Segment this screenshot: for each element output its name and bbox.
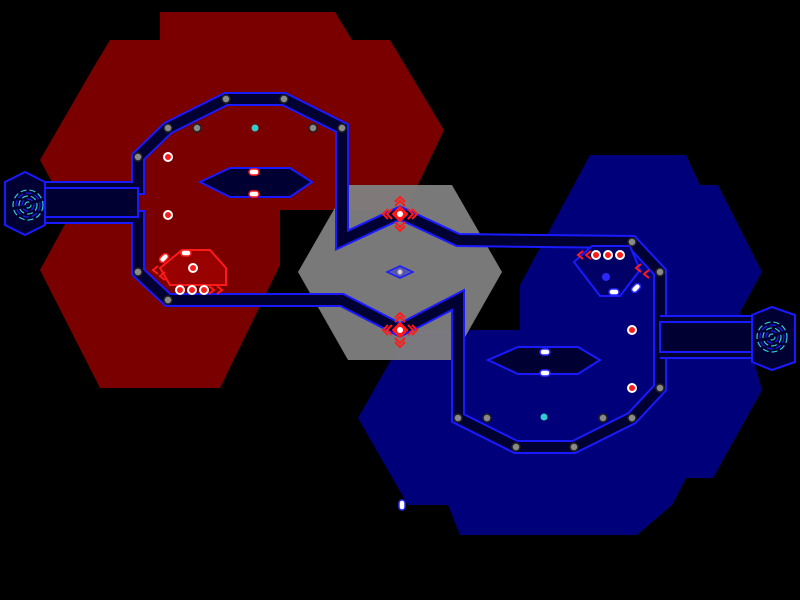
unit-circle-icon[interactable] bbox=[199, 285, 209, 295]
chevron-arrow-icon bbox=[394, 311, 406, 323]
path-node[interactable] bbox=[598, 413, 608, 423]
chevron-arrow-icon bbox=[381, 324, 393, 336]
path-node[interactable] bbox=[279, 94, 289, 104]
chevron-arrow-icon bbox=[381, 208, 393, 220]
red-inner-pad[interactable] bbox=[197, 167, 314, 198]
path-node[interactable] bbox=[655, 267, 665, 277]
chevron-arrow-icon bbox=[584, 250, 592, 260]
cyan-marker[interactable] bbox=[251, 124, 259, 132]
chevron-arrow-icon bbox=[642, 269, 650, 279]
capsule-icon[interactable] bbox=[158, 252, 170, 264]
path-node[interactable] bbox=[133, 152, 143, 162]
capsule-icon[interactable] bbox=[180, 249, 192, 257]
path-node[interactable] bbox=[655, 383, 665, 393]
path-nodes bbox=[133, 94, 665, 452]
spiral-icon bbox=[12, 189, 44, 221]
units bbox=[151, 124, 650, 511]
path-node[interactable] bbox=[337, 123, 347, 133]
path-node[interactable] bbox=[308, 123, 318, 133]
unit-circle-icon[interactable] bbox=[175, 285, 185, 295]
capsule-icon[interactable] bbox=[608, 288, 620, 296]
capsule-icon[interactable] bbox=[398, 499, 406, 511]
path-node[interactable] bbox=[627, 237, 637, 247]
unit-circle-icon[interactable] bbox=[163, 152, 173, 162]
diamond-hub-icon[interactable] bbox=[385, 265, 415, 279]
blue-inner-pad[interactable] bbox=[485, 346, 602, 375]
chevron-arrow-icon bbox=[394, 195, 406, 207]
capsule-icon[interactable] bbox=[539, 369, 551, 377]
capsule-icon[interactable] bbox=[248, 168, 260, 176]
unit-circle-icon[interactable] bbox=[615, 250, 625, 260]
unit-circle-icon[interactable] bbox=[591, 250, 601, 260]
path-node[interactable] bbox=[163, 295, 173, 305]
capsule-icon[interactable] bbox=[539, 348, 551, 356]
blue-territory[interactable] bbox=[358, 155, 762, 535]
unit-circle-icon[interactable] bbox=[188, 263, 198, 273]
capsule-icon[interactable] bbox=[248, 190, 260, 198]
blue-base[interactable] bbox=[751, 305, 796, 372]
chevron-arrow-icon bbox=[158, 271, 166, 281]
spiral-icon bbox=[756, 321, 788, 353]
path-node[interactable] bbox=[133, 267, 143, 277]
chevron-arrow-icon bbox=[394, 221, 406, 233]
chevron-arrow-icon bbox=[151, 265, 159, 275]
chevron-arrow-icon bbox=[407, 208, 419, 220]
cyan-marker[interactable] bbox=[540, 413, 548, 421]
path-node[interactable] bbox=[569, 442, 579, 452]
unit-circle-icon[interactable] bbox=[627, 325, 637, 335]
path-node[interactable] bbox=[221, 94, 231, 104]
unit-circle-icon[interactable] bbox=[187, 285, 197, 295]
chevron-arrow-icon bbox=[216, 285, 224, 295]
chevron-arrow-icon bbox=[208, 285, 216, 295]
path-node[interactable] bbox=[192, 123, 202, 133]
blue-unit[interactable] bbox=[602, 273, 610, 281]
unit-circle-icon[interactable] bbox=[603, 250, 613, 260]
red-base[interactable] bbox=[4, 170, 46, 237]
chevron-arrow-icon bbox=[407, 324, 419, 336]
path-node[interactable] bbox=[482, 413, 492, 423]
bases bbox=[4, 170, 796, 372]
red-territory[interactable] bbox=[40, 12, 444, 388]
chevron-arrow-icon bbox=[394, 337, 406, 349]
corridors bbox=[45, 92, 755, 454]
capsule-icon[interactable] bbox=[630, 282, 642, 294]
chevron-arrow-icon bbox=[576, 250, 584, 260]
path-node[interactable] bbox=[453, 413, 463, 423]
path-node[interactable] bbox=[163, 123, 173, 133]
unit-circle-icon[interactable] bbox=[163, 210, 173, 220]
unit-circle-icon[interactable] bbox=[627, 383, 637, 393]
chevron-arrow-icon bbox=[634, 263, 642, 273]
path-node[interactable] bbox=[627, 413, 637, 423]
path-node[interactable] bbox=[511, 442, 521, 452]
